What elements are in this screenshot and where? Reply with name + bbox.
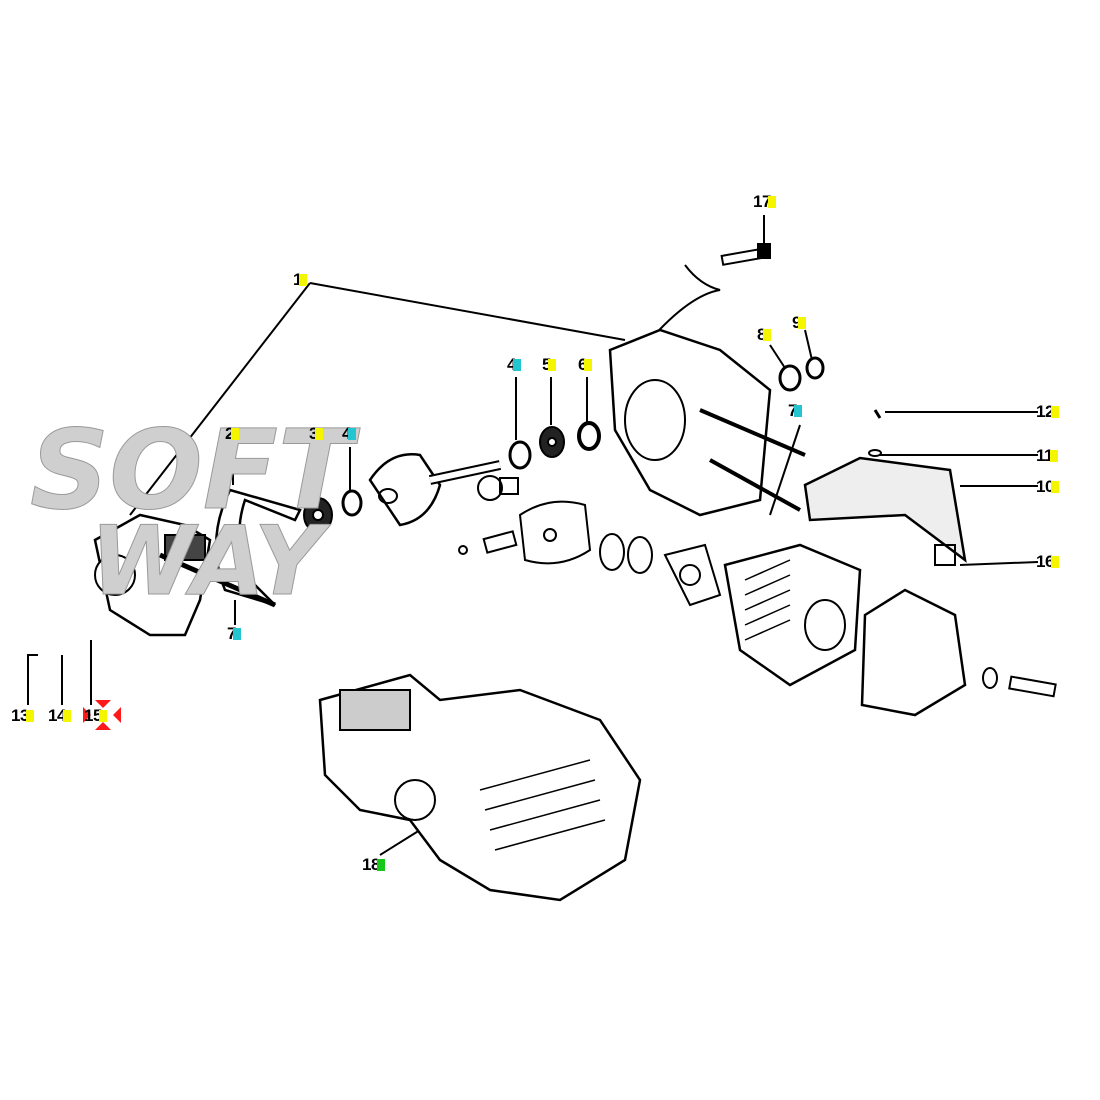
callout-10[interactable]: 10 xyxy=(1036,478,1059,496)
callout-7-left[interactable]: 7 xyxy=(227,625,241,643)
callout-13[interactable]: 13 xyxy=(11,707,34,725)
callout-12[interactable]: 12 xyxy=(1036,403,1059,421)
selection-marker xyxy=(83,700,121,730)
callout-9[interactable]: 9 xyxy=(792,314,806,332)
callout-4-top[interactable]: 4 xyxy=(507,356,521,374)
leader-1b xyxy=(309,282,626,341)
callout-16[interactable]: 16 xyxy=(1036,553,1059,571)
callout-15[interactable]: 15 xyxy=(84,707,107,725)
callout-17[interactable]: 17 xyxy=(753,193,776,211)
callout-14[interactable]: 14 xyxy=(48,707,71,725)
callout-2[interactable]: 2 xyxy=(225,425,239,443)
callout-1[interactable]: 1 xyxy=(293,271,307,289)
callout-6[interactable]: 6 xyxy=(578,356,592,374)
callout-5[interactable]: 5 xyxy=(542,356,556,374)
callout-7-right[interactable]: 7 xyxy=(788,402,802,420)
callout-11[interactable]: 11 xyxy=(1036,447,1058,465)
callout-4-left[interactable]: 4 xyxy=(342,425,356,443)
callout-18[interactable]: 18 xyxy=(362,856,385,874)
callout-3[interactable]: 3 xyxy=(309,425,323,443)
leader-1a xyxy=(129,282,311,516)
callout-8[interactable]: 8 xyxy=(757,326,771,344)
